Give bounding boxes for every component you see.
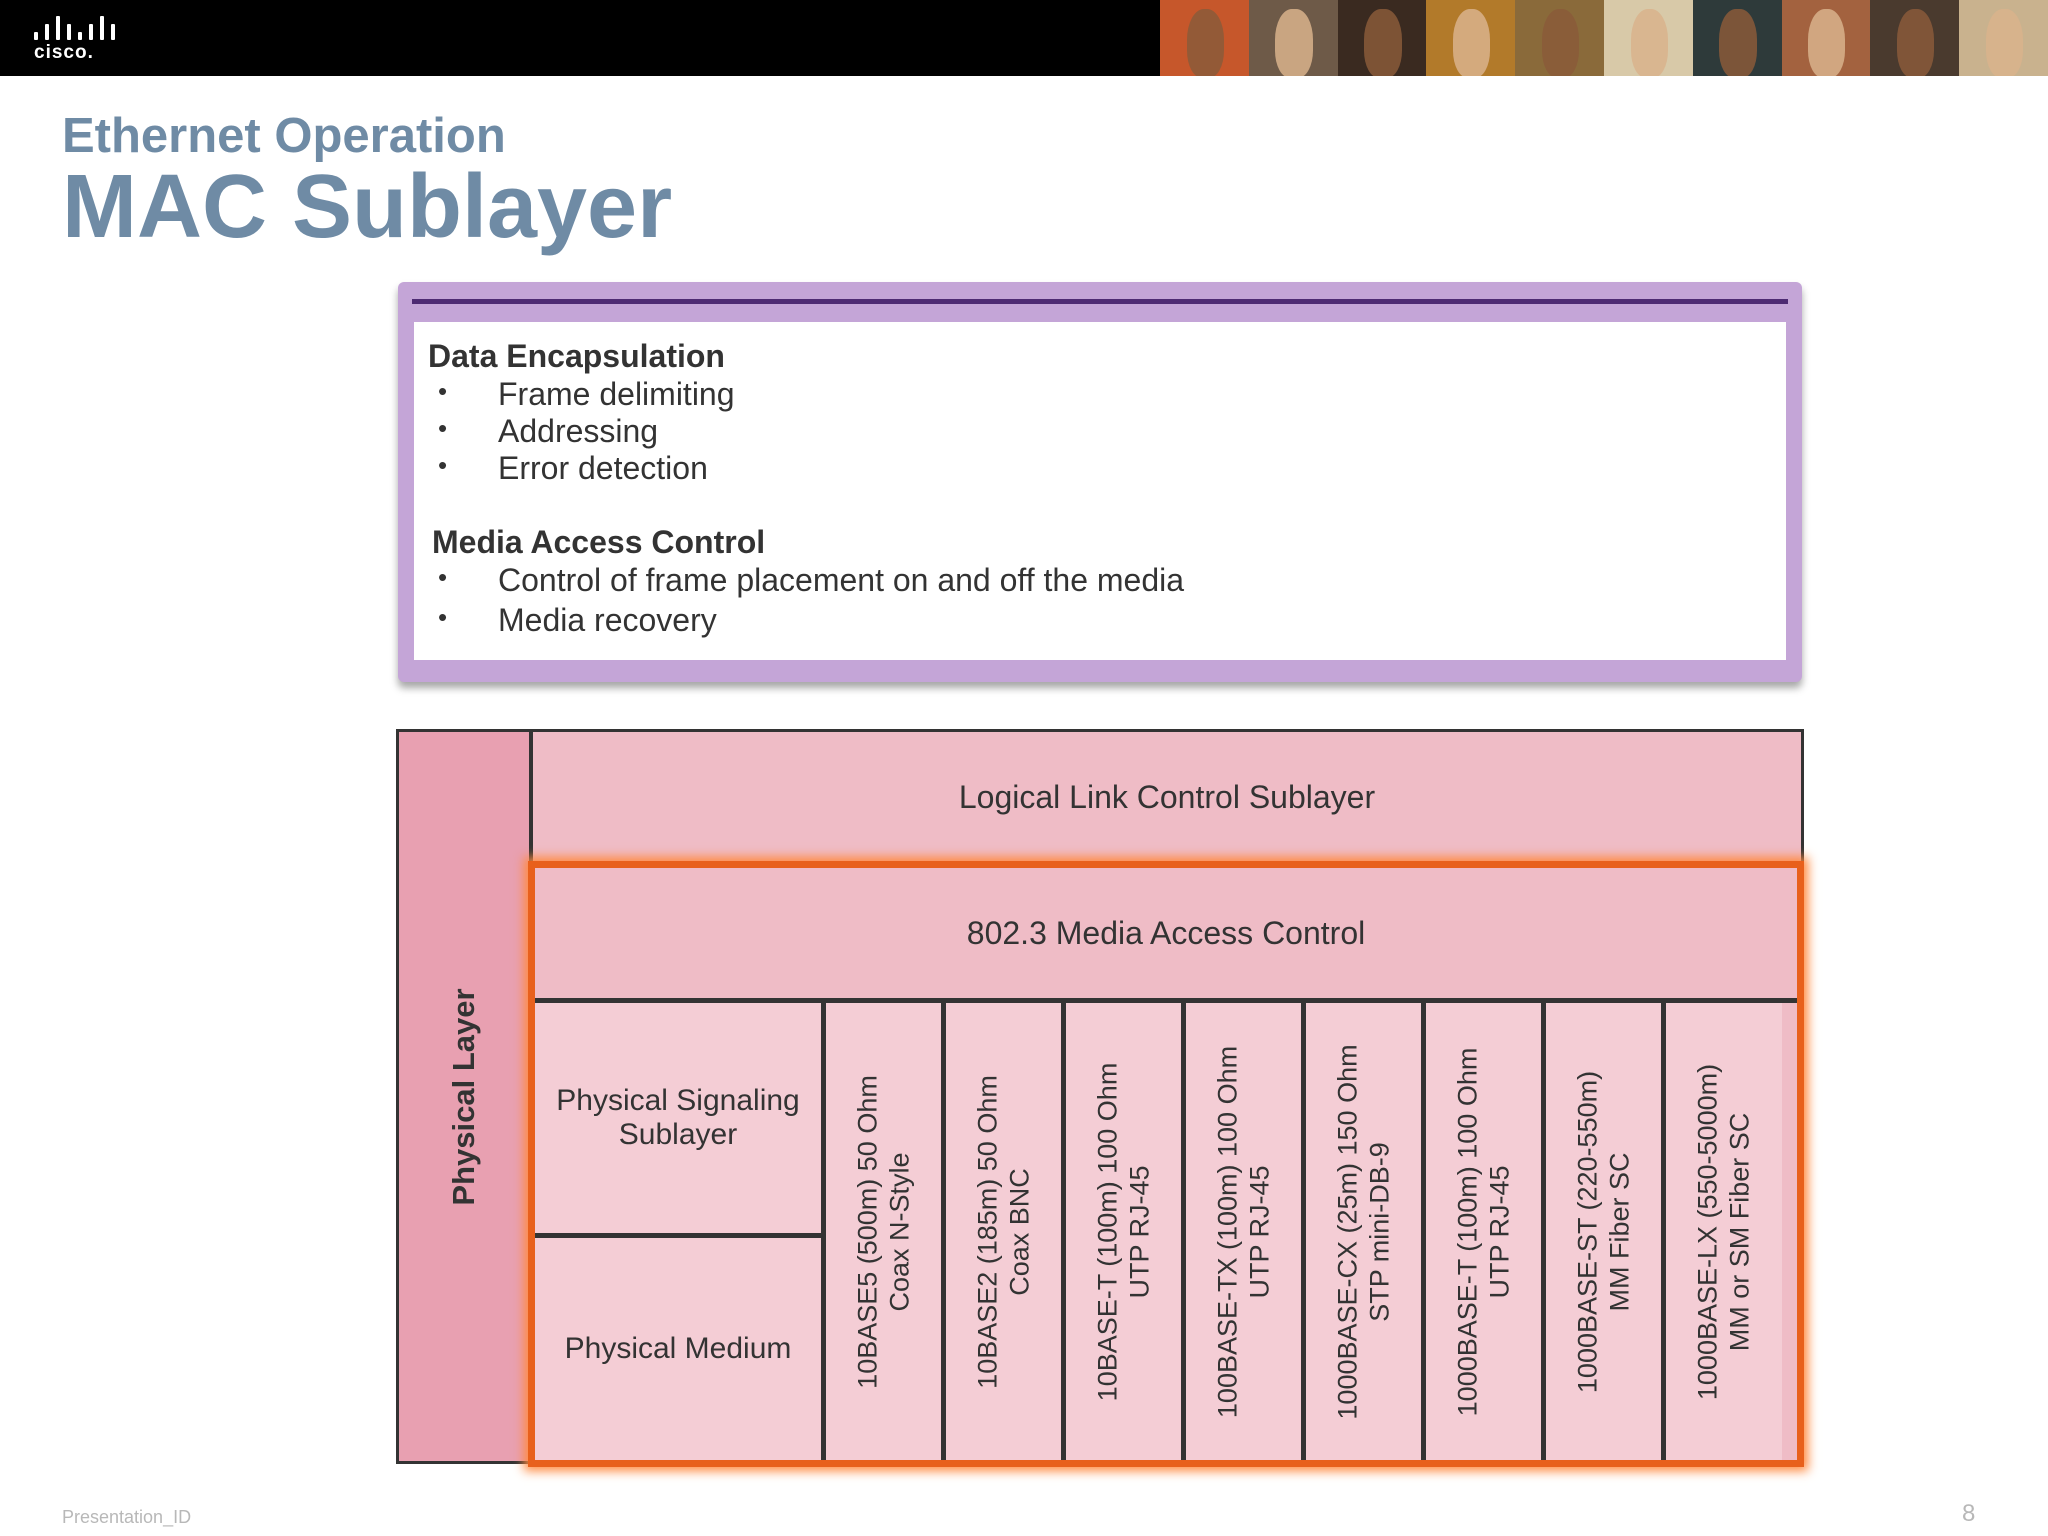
person-face bbox=[1275, 9, 1313, 76]
media-connector: MM Fiber SC bbox=[1604, 1151, 1635, 1312]
top-banner: cisco. bbox=[0, 0, 2048, 76]
person-face bbox=[1630, 9, 1668, 76]
person-face bbox=[1541, 9, 1580, 76]
media-standard-name: 1000BASE-T (100m) 100 Ohm bbox=[1452, 1047, 1483, 1416]
cisco-logo-word: cisco. bbox=[34, 42, 94, 63]
media-standard-name: 100BASE-TX (100m) 100 Ohm bbox=[1212, 1045, 1243, 1418]
media-connector: MM or SM Fiber SC bbox=[1725, 1112, 1755, 1351]
person-photo bbox=[1248, 0, 1338, 76]
physical-layer-column: Physical Layer bbox=[399, 732, 533, 1461]
presentation-id: Presentation_ID bbox=[62, 1507, 192, 1527]
media-connector: UTP RJ-45 bbox=[1124, 1164, 1155, 1299]
person-photo bbox=[1959, 0, 2048, 76]
media-standard-column: 1000BASE-LX (550-5000m)MM or SM Fiber SC bbox=[1666, 1003, 1782, 1460]
data-encapsulation-heading: Data Encapsulation bbox=[428, 338, 725, 374]
person-face bbox=[1364, 9, 1402, 76]
mac-sublayer: 802.3 Media Access Control bbox=[535, 868, 1797, 1003]
physical-medium: Physical Medium bbox=[535, 1238, 826, 1460]
person-face bbox=[1808, 9, 1846, 76]
person-photo bbox=[1692, 0, 1782, 76]
media-standard-name: 1000BASE-ST (220-550m) bbox=[1572, 1070, 1603, 1393]
media-connector: Coax BNC bbox=[1004, 1167, 1035, 1296]
media-standard-name: 1000BASE-LX (550-5000m) bbox=[1692, 1063, 1723, 1400]
people-photo-strip bbox=[1160, 0, 2048, 76]
cisco-logo: cisco. bbox=[30, 14, 120, 64]
media-access-control-heading: Media Access Control bbox=[432, 524, 766, 560]
person-photo bbox=[1603, 0, 1693, 76]
person-face bbox=[1186, 9, 1224, 76]
media-connector: Coax N-Style bbox=[884, 1151, 915, 1312]
person-photo bbox=[1426, 0, 1516, 76]
media-standard-label: 1000BASE-LX (550-5000m)MM or SM Fiber SC bbox=[1692, 1063, 1757, 1399]
person-face bbox=[1897, 9, 1935, 76]
media-standard-column: 1000BASE-ST (220-550m)MM Fiber SC bbox=[1546, 1003, 1666, 1460]
media-connector: STP mini-DB-9 bbox=[1364, 1141, 1395, 1322]
media-connector: UTP RJ-45 bbox=[1484, 1164, 1515, 1299]
media-standard-label: 1000BASE-ST (220-550m)MM Fiber SC bbox=[1571, 1070, 1636, 1392]
person-face bbox=[1985, 9, 2024, 76]
person-face bbox=[1453, 9, 1491, 76]
media-standard-name: 10BASE5 (500m) 50 Ohm bbox=[852, 1074, 883, 1389]
media-standard-name: 10BASE2 (185m) 50 Ohm bbox=[972, 1074, 1003, 1389]
media-standard-name: 1000BASE-CX (25m) 150 Ohm bbox=[1332, 1043, 1363, 1420]
person-photo bbox=[1781, 0, 1871, 76]
mac-highlight-frame: 802.3 Media Access Control Physical Sign… bbox=[528, 861, 1804, 1467]
person-photo bbox=[1337, 0, 1427, 76]
mac-functions-box: Data Encapsulation •Frame delimiting •Ad… bbox=[398, 282, 1802, 682]
mac-functions-content: Data Encapsulation •Frame delimiting •Ad… bbox=[414, 322, 1786, 660]
person-photo bbox=[1515, 0, 1604, 76]
cisco-logo-bars bbox=[32, 16, 118, 40]
person-face bbox=[1719, 9, 1757, 76]
media-standard-name: 10BASE-T (100m) 100 Ohm bbox=[1092, 1062, 1123, 1401]
physical-layer-label: Physical Layer bbox=[446, 988, 481, 1206]
page-number: 8 bbox=[1962, 1500, 1976, 1527]
box-header-rule bbox=[412, 299, 1788, 304]
slide-title: MAC Sublayer bbox=[62, 157, 673, 257]
slide-subtitle: Ethernet Operation bbox=[62, 109, 506, 163]
signaling-line-1: Physical Signaling bbox=[556, 1083, 800, 1117]
llc-sublayer: Logical Link Control Sublayer bbox=[958, 778, 1376, 815]
signaling-line-2: Sublayer bbox=[618, 1118, 738, 1151]
person-photo bbox=[1870, 0, 1960, 76]
person-photo bbox=[1160, 0, 1249, 76]
media-connector: UTP RJ-45 bbox=[1244, 1164, 1275, 1299]
